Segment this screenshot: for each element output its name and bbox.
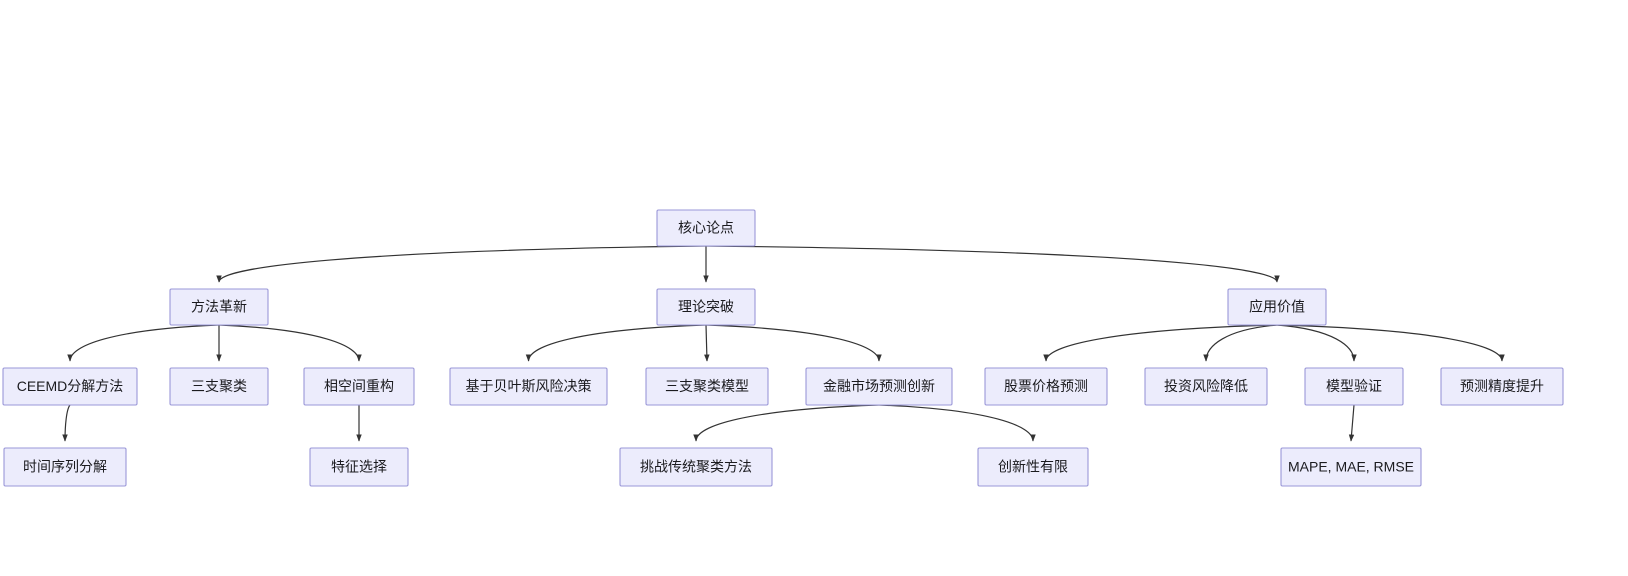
node-box[interactable] bbox=[805, 367, 953, 406]
node-box[interactable] bbox=[309, 447, 409, 487]
node-box[interactable] bbox=[169, 367, 269, 406]
node-box[interactable] bbox=[984, 367, 1108, 406]
node-box[interactable] bbox=[1304, 367, 1404, 406]
edge-l2f-to-l3c bbox=[693, 404, 880, 442]
node-l2f[interactable]: 金融市场预测创新 bbox=[805, 367, 953, 406]
edge-l1c-to-l2i bbox=[1276, 324, 1357, 362]
edge-layer bbox=[62, 245, 1505, 442]
node-label: 方法革新 bbox=[191, 299, 247, 315]
node-l2a[interactable]: CEEMD分解方法 bbox=[2, 367, 138, 406]
node-l2b[interactable]: 三支聚类 bbox=[169, 367, 269, 406]
node-label: CEEMD分解方法 bbox=[17, 378, 124, 394]
node-label: 基于贝叶斯风险决策 bbox=[466, 378, 592, 394]
node-label: 相空间重构 bbox=[324, 378, 394, 394]
edge-root-to-l1c bbox=[705, 245, 1280, 283]
node-box[interactable] bbox=[2, 367, 138, 406]
node-l3b[interactable]: 特征选择 bbox=[309, 447, 409, 487]
node-label: 预测精度提升 bbox=[1460, 378, 1544, 394]
node-l3a[interactable]: 时间序列分解 bbox=[3, 447, 127, 487]
node-box[interactable] bbox=[656, 209, 756, 247]
node-box[interactable] bbox=[1144, 367, 1268, 406]
node-l2d[interactable]: 基于贝叶斯风险决策 bbox=[449, 367, 608, 406]
node-box[interactable] bbox=[977, 447, 1089, 487]
node-l2i[interactable]: 模型验证 bbox=[1304, 367, 1404, 406]
node-box[interactable] bbox=[169, 288, 269, 326]
node-l1b[interactable]: 理论突破 bbox=[656, 288, 756, 326]
node-label: 挑战传统聚类方法 bbox=[640, 459, 752, 475]
node-l3d[interactable]: 创新性有限 bbox=[977, 447, 1089, 487]
node-l2c[interactable]: 相空间重构 bbox=[303, 367, 415, 406]
node-box[interactable] bbox=[1227, 288, 1327, 326]
node-l1a[interactable]: 方法革新 bbox=[169, 288, 269, 326]
node-label: 理论突破 bbox=[678, 299, 734, 315]
node-l1c[interactable]: 应用价值 bbox=[1227, 288, 1327, 326]
node-l3c[interactable]: 挑战传统聚类方法 bbox=[619, 447, 773, 487]
node-box[interactable] bbox=[656, 288, 756, 326]
node-l2g[interactable]: 股票价格预测 bbox=[984, 367, 1108, 406]
edge-l1a-to-l2a bbox=[67, 324, 220, 362]
edge-l2f-to-l3d bbox=[878, 404, 1036, 442]
edge-l1c-to-l2g bbox=[1043, 324, 1278, 362]
node-label: 股票价格预测 bbox=[1004, 378, 1088, 394]
node-label: 三支聚类模型 bbox=[665, 378, 749, 394]
edge-l1b-to-l2f bbox=[705, 324, 882, 362]
node-box[interactable] bbox=[303, 367, 415, 406]
node-label: 创新性有限 bbox=[998, 459, 1068, 475]
edge-l1c-to-l2h bbox=[1203, 324, 1278, 362]
node-label: 三支聚类 bbox=[191, 378, 247, 394]
edge-l1c-to-l2j bbox=[1276, 324, 1505, 362]
node-l2e[interactable]: 三支聚类模型 bbox=[645, 367, 769, 406]
edge-l2a-to-l3a bbox=[62, 404, 71, 442]
node-box[interactable] bbox=[619, 447, 773, 487]
node-label: 金融市场预测创新 bbox=[823, 378, 935, 394]
node-label: 应用价值 bbox=[1249, 299, 1305, 315]
node-label: 特征选择 bbox=[331, 459, 387, 475]
node-label: 投资风险降低 bbox=[1164, 378, 1248, 394]
node-box[interactable] bbox=[1440, 367, 1564, 406]
edge-l1b-to-l2e bbox=[704, 324, 710, 362]
edge-l1b-to-l2d bbox=[525, 324, 707, 362]
node-label: 模型验证 bbox=[1326, 378, 1382, 394]
node-box[interactable] bbox=[645, 367, 769, 406]
node-box[interactable] bbox=[3, 447, 127, 487]
node-label: 时间序列分解 bbox=[23, 459, 107, 475]
node-l3e[interactable]: MAPE, MAE, RMSE bbox=[1280, 447, 1422, 487]
edge-l1a-to-l2c bbox=[218, 324, 362, 362]
node-box[interactable] bbox=[449, 367, 608, 406]
node-label: MAPE, MAE, RMSE bbox=[1288, 459, 1414, 475]
node-box[interactable] bbox=[1280, 447, 1422, 487]
node-label: 核心论点 bbox=[678, 220, 734, 236]
node-l2j[interactable]: 预测精度提升 bbox=[1440, 367, 1564, 406]
node-l2h[interactable]: 投资风险降低 bbox=[1144, 367, 1268, 406]
edge-l2i-to-l3e bbox=[1348, 404, 1355, 442]
node-root[interactable]: 核心论点 bbox=[656, 209, 756, 247]
edge-root-to-l1a bbox=[216, 245, 707, 283]
